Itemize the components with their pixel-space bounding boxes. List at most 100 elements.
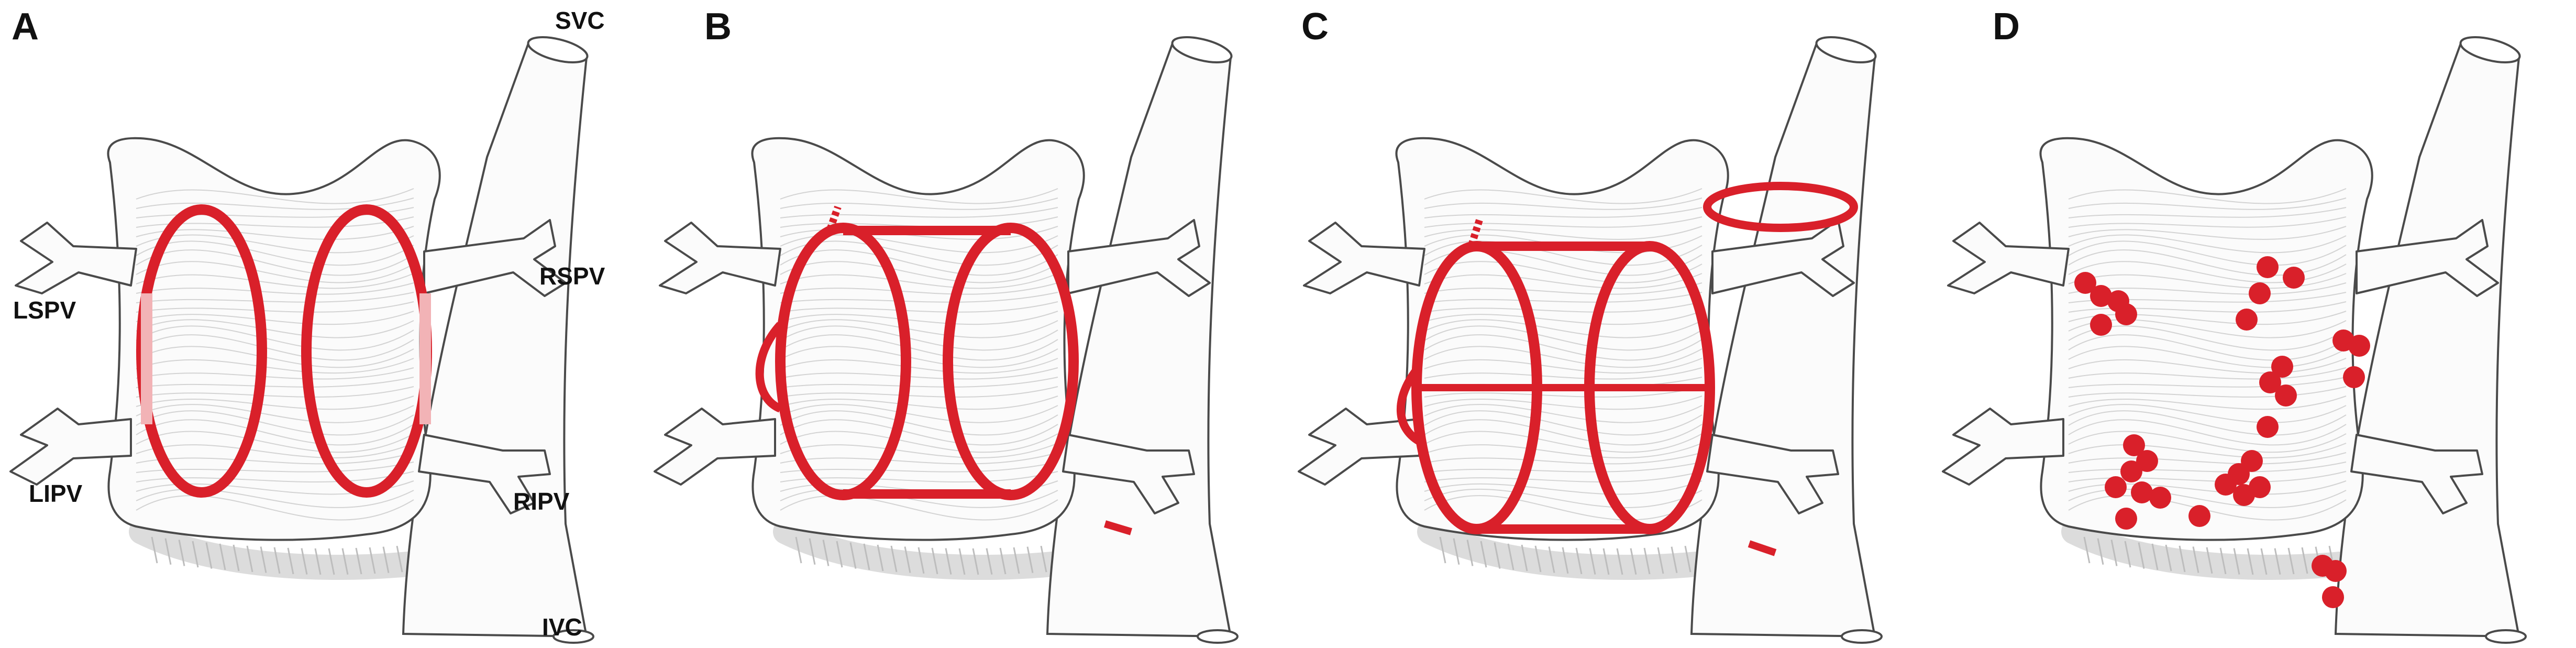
coronary-sinus-hatch <box>1494 542 1501 569</box>
myocardial-fiber-line <box>1424 325 1702 351</box>
rspv-vein <box>1067 219 1211 297</box>
myocardial-fiber-line <box>1424 367 1702 380</box>
panel-b: B <box>644 0 1288 648</box>
svc-opening <box>1171 36 1233 63</box>
myocardial-fiber-line <box>780 301 1058 313</box>
myocardial-fiber-line <box>780 261 1058 283</box>
myocardial-fiber-line <box>1424 334 1702 361</box>
coronary-sinus-hatch <box>2151 543 2159 570</box>
myocardial-fiber-line <box>1424 443 1702 458</box>
panel-c-letter: C <box>1301 6 1329 48</box>
myocardial-fiber-line <box>2068 301 2347 313</box>
myocardial-fiber-line <box>136 273 414 289</box>
myocardial-fiber-line <box>2068 452 2347 465</box>
myocardial-fiber-line <box>2068 207 2347 218</box>
coronary-sinus-hatch <box>2287 547 2295 575</box>
myocardial-fiber-line <box>1424 431 1702 453</box>
panel-d: D <box>1932 0 2576 648</box>
myocardial-fiber-line <box>136 452 414 465</box>
myocardial-fiber-line <box>136 292 414 303</box>
coronary-sinus-hatch <box>945 548 952 575</box>
coronary-sinus-hatch <box>1643 547 1651 575</box>
rspv-vein <box>423 219 567 297</box>
coronary-sinus-hatch <box>2097 538 2104 565</box>
myocardial-fiber-line <box>1424 226 1702 240</box>
ligament-line <box>755 322 783 413</box>
coronary-sinus-hatch <box>314 548 322 575</box>
coronary-sinus-hatch <box>2192 546 2199 573</box>
myocardial-fiber-line <box>1424 488 1702 508</box>
myocardial-fiber-line <box>1424 346 1702 368</box>
ivc-opening <box>1197 629 1239 644</box>
myocardial-fiber-line <box>136 188 414 204</box>
myocardial-fiber-line <box>2068 377 2347 388</box>
coronary-sinus-hatch <box>1534 545 1542 573</box>
ripv-vein <box>418 434 551 514</box>
myocardial-fiber-line <box>780 358 1058 374</box>
myocardial-fiber-line <box>1424 471 1702 482</box>
coronary-sinus-hatch <box>1521 544 1528 572</box>
myocardial-fiber-line <box>1424 261 1702 283</box>
coronary-sinus-hatch <box>836 541 843 568</box>
gp-ablation-point <box>2090 285 2112 307</box>
myocardial-fiber-line <box>136 249 414 276</box>
lipv-vein <box>1298 408 1420 486</box>
myocardial-fiber-line <box>136 358 414 374</box>
myocardial-fiber-line <box>2068 234 2347 254</box>
vena-cava-tube <box>1690 40 1876 638</box>
myocardial-fiber-line <box>1424 301 1702 313</box>
myocardial-fiber-line <box>2068 188 2347 204</box>
gp-ablation-point <box>2271 356 2293 378</box>
myocardial-fiber-line <box>780 319 1058 338</box>
myocardial-fiber-line <box>780 325 1058 351</box>
myocardial-fiber-line <box>1424 396 1702 410</box>
myocardial-fiber-line <box>136 311 414 325</box>
myocardial-fiber-line <box>2068 367 2347 380</box>
coronary-sinus-hatch <box>1507 543 1514 570</box>
myocardial-fiber-line <box>136 488 414 508</box>
myocardial-fiber-line <box>2068 273 2347 289</box>
coronary-sinus-hatch <box>917 547 925 574</box>
gp-ablation-point <box>2322 586 2344 608</box>
coronary-sinus-hatch <box>863 543 870 570</box>
coronary-sinus-hatch <box>328 548 335 575</box>
coronary-sinus-hatch <box>273 547 281 574</box>
coronary-sinus-hatch <box>2165 544 2172 572</box>
myocardial-fiber-line <box>780 462 1058 473</box>
myocardial-fiber-line <box>2068 346 2347 368</box>
rspv-vein <box>1711 219 1855 297</box>
coronary-sinus-hatch <box>2083 536 2091 564</box>
myocardial-fiber-line <box>780 249 1058 276</box>
panel-c: C <box>1288 0 1932 648</box>
myocardial-fiber-line <box>136 240 414 266</box>
gp-ablation-point <box>2283 267 2305 289</box>
myocardial-fiber-line <box>780 488 1058 508</box>
panel-c-atrium-drawing <box>1298 36 1883 644</box>
myocardial-fiber-line <box>136 404 414 423</box>
gp-ablation-point <box>2249 476 2271 498</box>
myocardial-fiber-line <box>1424 188 1702 204</box>
myocardial-fiber-line <box>2068 334 2347 361</box>
label-rspv: RSPV <box>539 262 605 290</box>
gp-ablation-point <box>2123 434 2145 456</box>
coronary-sinus-hatch <box>1671 546 1678 574</box>
coronary-sinus-hatch <box>355 547 362 575</box>
dashed-roof-extension <box>826 205 842 231</box>
lspv-vein <box>659 222 781 294</box>
myocardial-fiber-line <box>2068 386 2347 398</box>
label-ripv: RIPV <box>513 488 570 515</box>
label-ivc: IVC <box>542 613 582 641</box>
myocardial-fiber-line <box>1424 292 1702 303</box>
myocardial-fiber-line <box>780 452 1058 465</box>
lipv-vein <box>1942 408 2064 486</box>
myocardial-fiber-line <box>1424 386 1702 398</box>
myocardial-fiber-line <box>1424 319 1702 338</box>
coronary-sinus-hatch <box>1040 545 1047 573</box>
gp-ablation-point <box>2090 314 2112 336</box>
coronary-sinus-hatch <box>822 540 830 566</box>
myocardial-fiber-line <box>780 377 1058 388</box>
myocardial-fiber-line <box>2068 396 2347 410</box>
myocardial-fiber-line <box>136 301 414 313</box>
coronary-sinus-hatch <box>931 547 938 575</box>
